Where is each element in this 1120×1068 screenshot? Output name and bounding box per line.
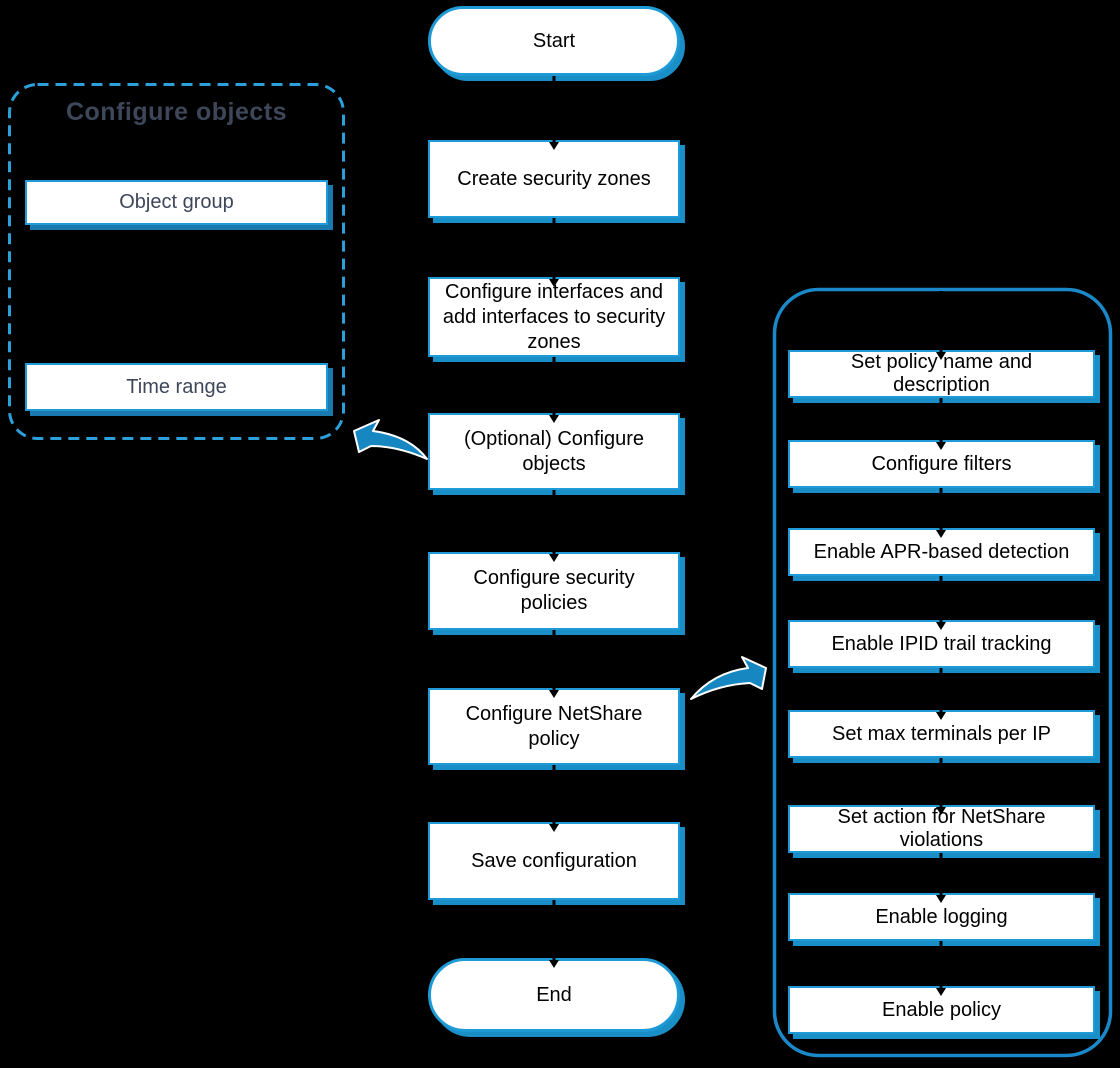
netshare-item-enable-logging: Enable logging: [788, 893, 1095, 941]
netshare-item-enable-policy: Enable policy: [788, 986, 1095, 1034]
flow-end-terminator: End: [428, 958, 680, 1032]
netshare-item-max-terminals: Set max terminals per IP: [788, 710, 1095, 758]
netshare-item-violation-action: Set action for NetShare violations: [788, 805, 1095, 853]
flow-step-configure-netshare-policy: Configure NetShare policy: [428, 688, 680, 765]
objects-panel-title: Configure objects: [65, 98, 287, 126]
objects-panel-item-time-range: Time range: [25, 363, 328, 411]
curved-arrow-to-objects-panel-icon: [353, 419, 428, 460]
netshare-item-configure-filters: Configure filters: [788, 440, 1095, 488]
netshare-item-ipid-trail-tracking: Enable IPID trail tracking: [788, 620, 1095, 668]
flow-step-save-configuration: Save configuration: [428, 822, 680, 900]
flow-start-terminator: Start: [428, 6, 680, 76]
netshare-item-apr-detection: Enable APR-based detection: [788, 528, 1095, 576]
flow-step-configure-security-policies: Configure security policies: [428, 552, 680, 630]
flow-step-configure-interfaces: Configure interfaces and add interfaces …: [428, 277, 680, 357]
netshare-item-policy-name-description: Set policy name and description: [788, 350, 1095, 398]
flow-step-create-security-zones: Create security zones: [428, 140, 680, 218]
curved-arrow-to-netshare-panel-icon: [690, 656, 767, 700]
objects-panel-item-object-group: Object group: [25, 180, 328, 225]
flow-step-optional-configure-objects: (Optional) Configure objects: [428, 413, 680, 490]
